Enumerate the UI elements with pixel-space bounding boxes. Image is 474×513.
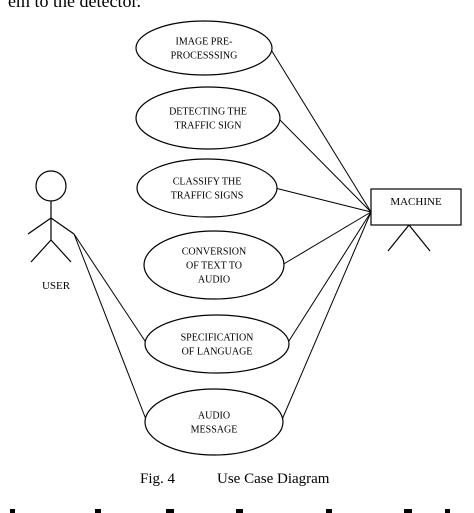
use-case-label-line: PROCESSSING — [171, 51, 238, 62]
figure-number: Fig. 4 — [140, 471, 176, 487]
use-case: AUDIO MESSAGE — [144, 388, 284, 456]
use-case-ellipse — [143, 230, 285, 300]
figure-title: Use Case Diagram — [217, 471, 330, 487]
machine-association-line — [281, 211, 372, 266]
machine-association-line — [286, 211, 372, 345]
machine-association-line — [280, 211, 372, 423]
user-left-arm — [27, 217, 52, 235]
use-case-label-line: OF TEXT TO — [186, 261, 242, 272]
machine-actor-label: MACHINE — [390, 196, 442, 208]
use-case-ellipse — [144, 314, 290, 374]
user-actor — [27, 170, 75, 263]
user-association-line — [73, 233, 148, 423]
use-case: IMAGE PRE- PROCESSSING — [135, 20, 273, 76]
use-case-ellipse — [144, 388, 284, 456]
machine-box — [370, 188, 462, 226]
use-case: CLASSIFY THE TRAFFIC SIGNS — [136, 158, 278, 218]
use-case-label-line: TRAFFIC SIGNS — [171, 191, 244, 202]
user-association-line — [73, 233, 148, 345]
truncated-body-text: em to the detector. — [8, 0, 141, 11]
bottom-text-fragments — [10, 509, 450, 513]
use-case: DETECTING THE TRAFFIC SIGN — [135, 86, 281, 150]
machine-actor — [370, 188, 462, 252]
use-case-label-line: DETECTING THE — [169, 107, 247, 118]
use-case-label-line: AUDIO — [198, 411, 230, 422]
machine-right-leg — [408, 224, 431, 252]
user-right-arm — [50, 217, 75, 235]
use-case-ellipse — [136, 158, 278, 218]
use-case-label-line: CONVERSION — [182, 247, 246, 258]
machine-left-leg — [387, 224, 410, 252]
use-case-label-line: IMAGE PRE- — [176, 37, 233, 48]
associations — [73, 47, 372, 423]
use-case: CONVERSION OF TEXT TO AUDIO — [143, 230, 285, 300]
use-case-ellipse — [135, 20, 273, 76]
machine-association-line — [277, 117, 372, 213]
use-case-label-line: CLASSIFY THE — [173, 177, 242, 188]
user-right-leg — [50, 239, 72, 263]
use-case-label-line: AUDIO — [198, 275, 230, 286]
use-case-label-line: SPECIFICATION — [181, 333, 254, 344]
machine-association-line — [269, 47, 372, 213]
use-case-label-line: TRAFFIC SIGN — [175, 121, 242, 132]
user-head — [35, 170, 67, 202]
use-case: SPECIFICATION OF LANGUAGE — [144, 314, 290, 374]
use-cases: IMAGE PRE- PROCESSSING DETECTING THE TRAFFI… — [135, 20, 290, 456]
machine-association-line — [274, 187, 372, 213]
use-case-label-line: OF LANGUAGE — [182, 347, 253, 358]
use-case-ellipse — [135, 86, 281, 150]
user-left-leg — [30, 239, 52, 263]
use-case-label-line: MESSAGE — [191, 425, 238, 436]
user-actor-label: USER — [42, 280, 71, 292]
